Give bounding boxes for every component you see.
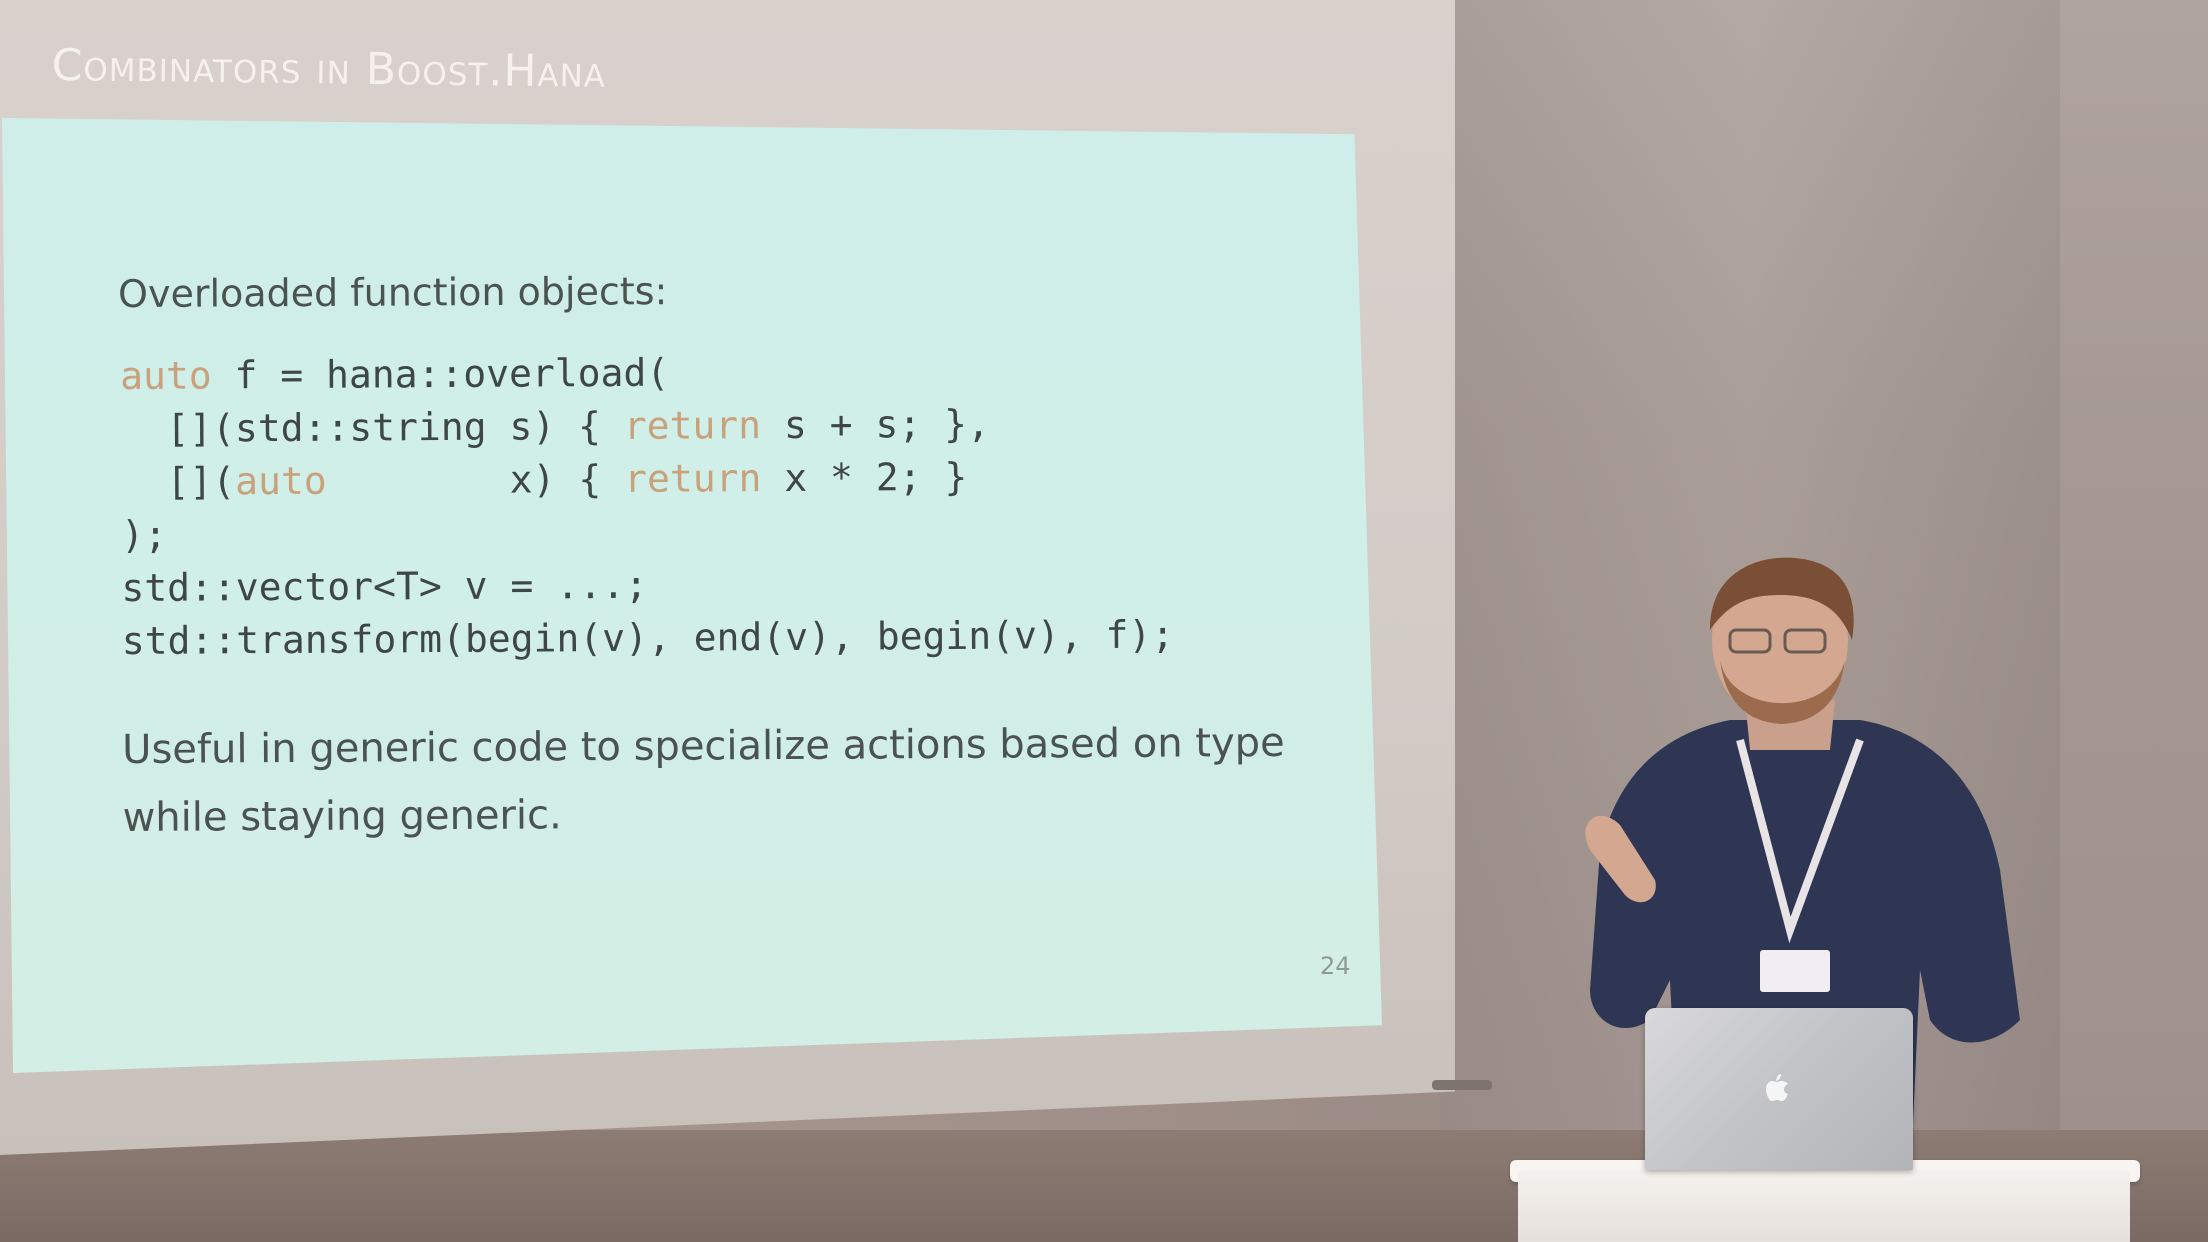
speaker-badge bbox=[1760, 950, 1830, 992]
code-text: f = hana::overload( bbox=[211, 350, 670, 398]
code-block: auto f = hana::overload( [](std::string … bbox=[120, 344, 1174, 668]
code-line-5: std::vector<T> v = ...; bbox=[121, 556, 1174, 615]
slide-lead-text: Overloaded function objects: bbox=[118, 269, 668, 316]
note-line-1: Useful in generic code to specialize act… bbox=[122, 719, 1285, 773]
speaker-beard bbox=[1720, 660, 1845, 724]
code-keyword: auto bbox=[120, 353, 212, 398]
slide-title: Combinators in Boost.Hana bbox=[51, 40, 607, 98]
speaker-glasses-left bbox=[1728, 628, 1772, 654]
code-line-2: [](std::string s) { return s + s; }, bbox=[120, 397, 1173, 456]
code-keyword: return bbox=[623, 456, 762, 501]
speaker-glasses-right bbox=[1783, 628, 1827, 654]
code-text: x * 2; } bbox=[761, 454, 968, 501]
code-text: x) { bbox=[326, 456, 625, 503]
speaker-lanyard bbox=[1736, 738, 1864, 944]
slide-note-text: Useful in generic code to specialize act… bbox=[122, 709, 1285, 852]
code-text: std::transform(begin(v), end(v), begin(v… bbox=[121, 612, 1175, 663]
code-text: std::vector<T> v = ...; bbox=[121, 562, 648, 610]
code-text: s + s; }, bbox=[760, 401, 990, 448]
code-line-6: std::transform(begin(v), end(v), begin(v… bbox=[122, 609, 1175, 668]
note-line-2: while staying generic. bbox=[122, 792, 562, 841]
code-line-1: auto f = hana::overload( bbox=[120, 344, 1173, 403]
code-text: ); bbox=[120, 512, 168, 557]
speaker-hair bbox=[1710, 557, 1854, 640]
speaker-hand bbox=[1585, 815, 1656, 903]
code-line-4: ); bbox=[121, 503, 1174, 562]
lectern bbox=[1518, 1170, 2130, 1242]
code-keyword: auto bbox=[235, 458, 327, 504]
code-line-3: [](auto x) { return x * 2; } bbox=[121, 450, 1174, 509]
slide-body bbox=[2, 118, 1382, 1073]
code-text: []( bbox=[120, 459, 236, 504]
code-keyword: return bbox=[623, 403, 762, 448]
code-text: [](std::string s) { bbox=[120, 403, 624, 451]
apple-logo-icon bbox=[1766, 1074, 1788, 1101]
slide-page-number: 24 bbox=[1320, 952, 1351, 980]
screen-bar bbox=[1432, 1080, 1492, 1090]
